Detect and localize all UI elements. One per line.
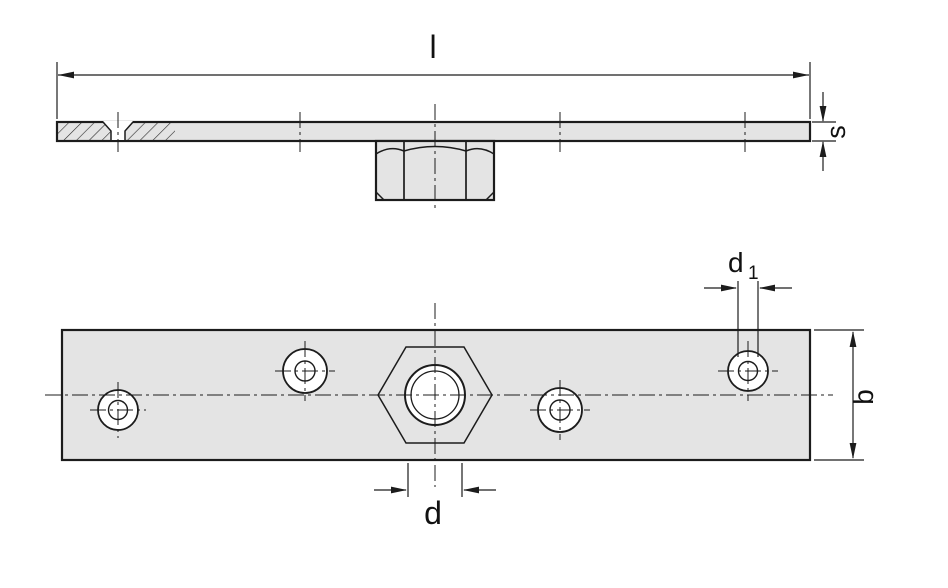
dimension-label-s: s [821, 125, 851, 139]
dimension-label-d1: d 1 [728, 247, 759, 284]
arrowhead-left [721, 284, 737, 292]
hole-c [530, 380, 590, 440]
hole-b [275, 341, 335, 401]
hole-d [718, 341, 778, 401]
side-view [55, 104, 812, 212]
countersink-cavity [103, 121, 133, 140]
countersink-edges [102, 121, 134, 141]
dimension-label-d1-base: d [728, 247, 744, 278]
dimension-s: s [812, 92, 851, 171]
arrowhead-up [819, 141, 827, 157]
arrowhead-bottom [849, 443, 857, 459]
dimension-b: b [814, 329, 879, 461]
dimension-d: d [374, 463, 496, 531]
hole-a [90, 382, 146, 438]
arrowhead-right [793, 71, 809, 79]
arrowhead-right [463, 486, 479, 494]
arrowhead-down [819, 106, 827, 122]
arrowhead-right [759, 284, 775, 292]
dimension-l: l [56, 29, 811, 119]
dimension-label-l: l [429, 29, 436, 65]
arrowhead-left [391, 486, 407, 494]
dimension-label-b: b [848, 389, 879, 405]
dimension-label-d: d [424, 495, 442, 531]
arrowhead-top [849, 331, 857, 347]
countersunk-hole-section [102, 121, 134, 141]
arrowhead-left [58, 71, 74, 79]
plan-view [45, 303, 833, 487]
nut-bottom-chamfers [375, 191, 495, 201]
dimension-label-d1-sub: 1 [748, 263, 759, 284]
dimension-d1: d 1 [704, 247, 792, 357]
